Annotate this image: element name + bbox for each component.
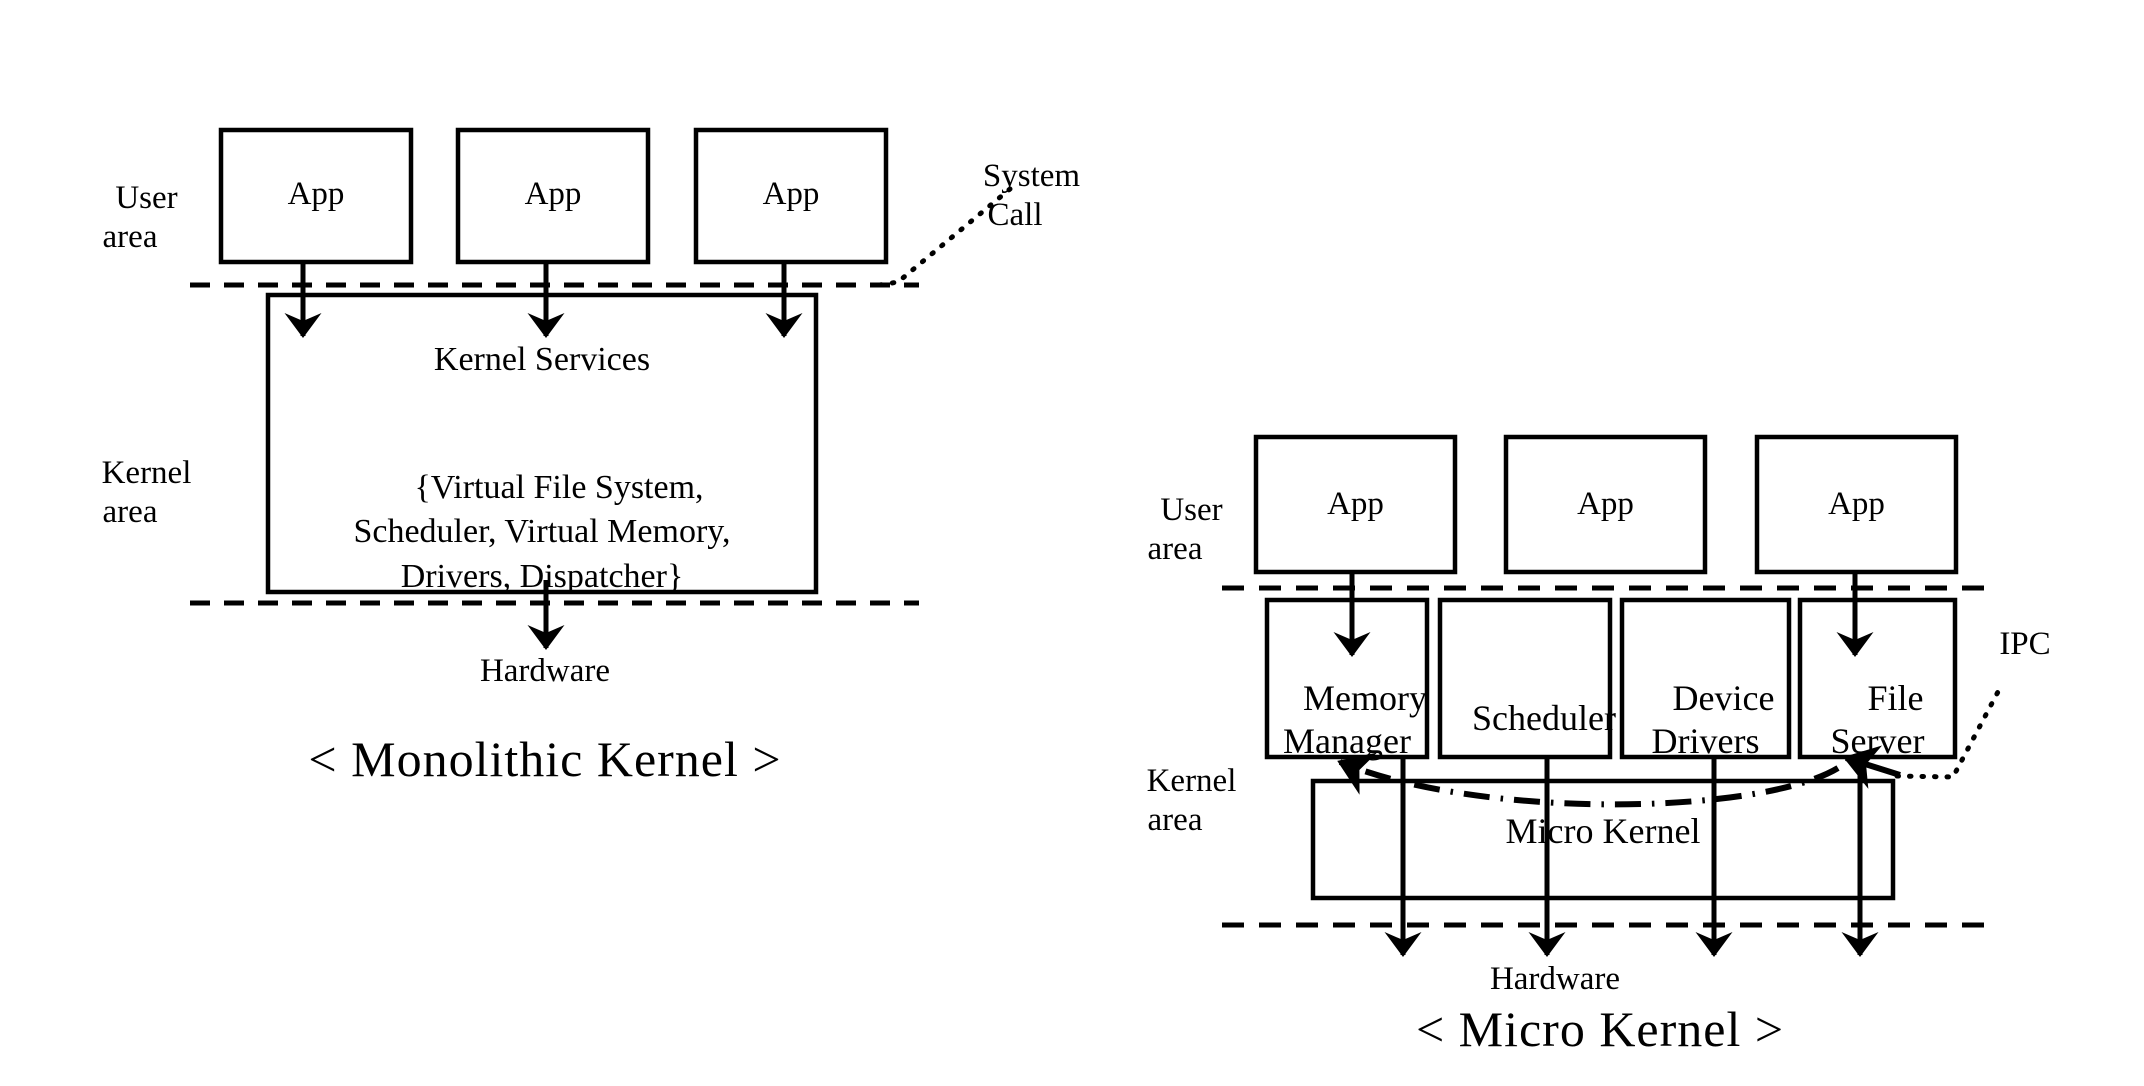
microkernel-core-label: Micro Kernel xyxy=(1505,811,1701,851)
microkernel-caption: < Micro Kernel > xyxy=(1415,1001,1785,1057)
microkernel-app-box-1 xyxy=(1253,434,1458,575)
microkernel-service-label-memory-manager: Memory Manager xyxy=(1283,678,1427,761)
monolithic-caption: < Monolithic Kernel > xyxy=(308,731,782,787)
microkernel-service-label-device-drivers: Device Drivers xyxy=(1651,678,1775,761)
monolithic-system-call-leader xyxy=(877,186,1013,288)
monolithic-diagram xyxy=(190,127,1013,651)
kernel-services-body: {Virtual File System, Scheduler, Virtual… xyxy=(353,469,731,595)
monolithic-app-box-2 xyxy=(455,127,651,265)
monolithic-app-label-1: App xyxy=(287,176,345,212)
microkernel-service-label-scheduler: Scheduler xyxy=(1472,698,1616,739)
microkernel-ipc-curve-right-head xyxy=(1843,745,1901,789)
monolithic-user-area-label: User area xyxy=(102,179,178,255)
microkernel-diagram xyxy=(1222,434,2003,958)
monolithic-app-box-3 xyxy=(693,127,889,265)
microkernel-app-label-1: App xyxy=(1327,486,1384,522)
microkernel-service-box-memory-manager xyxy=(1264,597,1430,760)
microkernel-core-box xyxy=(1310,778,1896,901)
monolithic-app-box-1 xyxy=(218,127,414,265)
monolithic-app-label-2: App xyxy=(524,176,582,212)
monolithic-system-call-callout: System Call xyxy=(982,157,1081,233)
microkernel-ipc-leader xyxy=(1894,685,2003,780)
monolithic-hardware-label: Hardware xyxy=(479,653,611,689)
microkernel-ipc-callout: IPC xyxy=(1999,626,2051,662)
monolithic-app-label-3: App xyxy=(762,176,820,212)
microkernel-app-label-2: App xyxy=(1577,486,1634,522)
monolithic-kernel-area-label: Kernel area xyxy=(101,454,192,530)
microkernel-user-area-label: User area xyxy=(1147,491,1223,567)
microkernel-app-box-2 xyxy=(1503,434,1708,575)
microkernel-hardware-label: Hardware xyxy=(1489,961,1621,997)
microkernel-service-box-device-drivers xyxy=(1619,597,1792,760)
microkernel-service-label-file-server: File Server xyxy=(1830,678,1925,761)
kernel-services-title: Kernel Services xyxy=(433,341,651,378)
monolithic-kernel-services-box xyxy=(265,292,819,595)
microkernel-app-label-3: App xyxy=(1828,486,1885,522)
microkernel-kernel-area-label: Kernel area xyxy=(1146,762,1237,838)
microkernel-app-box-3 xyxy=(1754,434,1959,575)
microkernel-service-box-scheduler xyxy=(1437,597,1613,760)
